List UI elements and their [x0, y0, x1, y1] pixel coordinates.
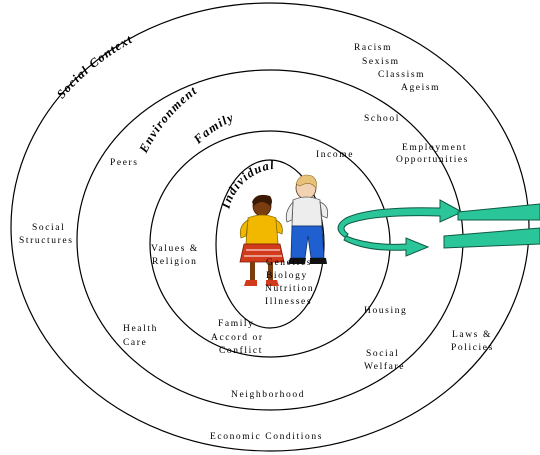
- label-racism: Racism: [354, 43, 392, 53]
- label-employment-2: Opportunities: [396, 155, 469, 165]
- label-laws-2: Policies: [451, 343, 494, 353]
- label-genetics: Genetics: [266, 258, 312, 268]
- label-economic-conditions: Economic Conditions: [210, 432, 323, 442]
- label-income: Income: [316, 150, 354, 160]
- label-health-1: Health: [123, 324, 158, 334]
- label-ageism: Ageism: [401, 83, 440, 93]
- label-health-2: Care: [123, 338, 147, 348]
- environment-title: Environment: [136, 83, 200, 156]
- label-family-accord-3: Conflict: [219, 345, 263, 356]
- boy-figure: [285, 174, 329, 264]
- label-social-welfare-1: Social: [366, 349, 399, 359]
- social-context-title: Social Context: [54, 32, 135, 101]
- label-housing: Housing: [364, 306, 407, 316]
- circular-arrows-icon: [337, 199, 540, 257]
- label-biology: Biology: [266, 271, 308, 281]
- label-nutrition: Nutrition: [265, 284, 314, 294]
- label-school: School: [364, 114, 400, 124]
- label-social-structures-2: Structures: [19, 236, 74, 246]
- label-sexism: Sexism: [362, 57, 400, 67]
- label-laws-1: Laws &: [452, 330, 492, 340]
- label-employment-1: Employment: [402, 143, 467, 153]
- label-social-structures-1: Social: [32, 223, 65, 233]
- label-neighborhood: Neighborhood: [231, 390, 305, 400]
- social-context-ring: [10, 2, 530, 452]
- label-values-1: Values &: [151, 244, 199, 254]
- label-classism: Classism: [378, 70, 425, 80]
- individual-ring: [215, 159, 325, 329]
- children-illustration-icon: [239, 174, 329, 286]
- label-family-accord-1: Family: [218, 319, 255, 329]
- label-peers: Peers: [110, 158, 139, 168]
- family-title: Family: [190, 110, 236, 147]
- label-family-accord-2: Accord or: [211, 333, 264, 343]
- label-illnesses: Illnesses: [265, 297, 312, 307]
- label-social-welfare-2: Welfare: [364, 361, 405, 372]
- label-values-2: Religion: [152, 257, 198, 267]
- girl-figure: [239, 194, 285, 286]
